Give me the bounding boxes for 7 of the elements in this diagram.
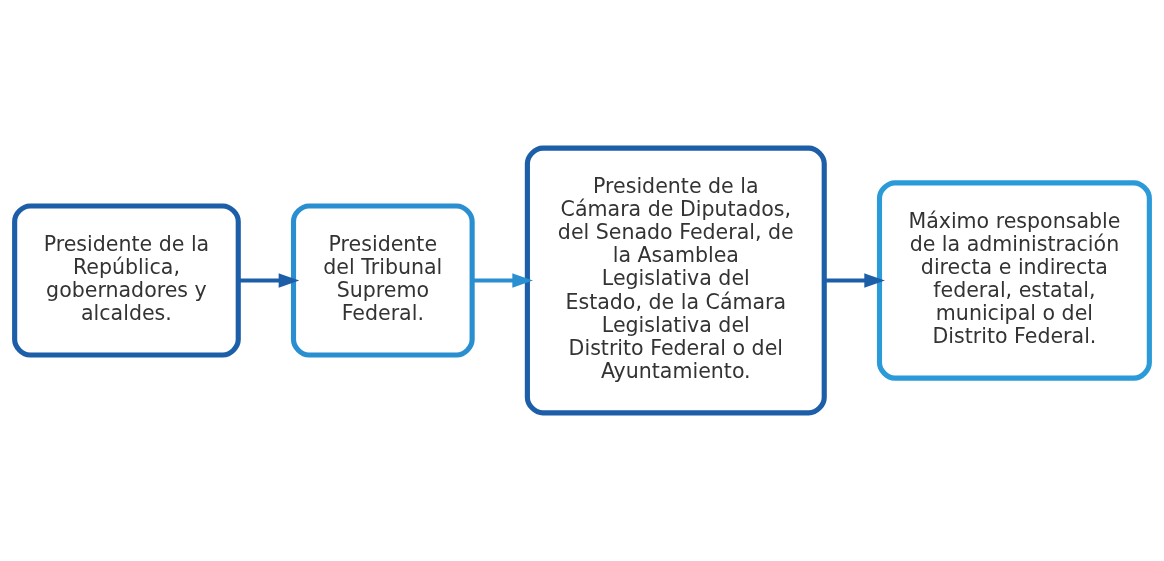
node-box: Máximo responsable de la administración directa e indirecta federal, estatal, municipal o del Distrito Federal. — [876, 180, 1152, 381]
node-box: Presidente de la Cámara de Diputados, del Senado Federal, de la Asamblea Legislativa del Estado, de la Cámara Legislativa del Distrito Federal o del Ayuntamiento. — [524, 145, 827, 416]
arrow — [472, 273, 533, 288]
node-box: Presidente de la República, gobernadores y alcaldes. — [12, 203, 241, 358]
arrow — [238, 273, 300, 288]
node-box: Presidente del Tribunal Supremo Federal. — [290, 203, 475, 358]
arrow — [824, 273, 885, 288]
